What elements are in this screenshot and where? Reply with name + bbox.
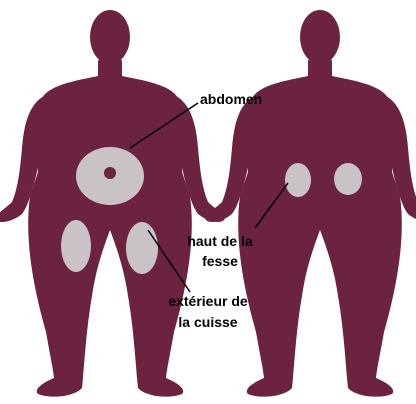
- buttock-label-line2: fesse: [202, 253, 238, 269]
- front-body-figure: [0, 10, 225, 397]
- right-thigh-zone: [126, 222, 158, 274]
- left-thigh-zone: [61, 220, 91, 272]
- buttock-label-line1: haut de la: [187, 233, 253, 249]
- navel: [104, 167, 116, 179]
- thigh-label-line2: la cuisse: [178, 314, 237, 330]
- abdomen-label: abdomen: [200, 91, 262, 107]
- left-buttock-zone: [285, 163, 311, 197]
- back-body-figure: [205, 10, 416, 397]
- thigh-label-line1: extérieur de: [168, 293, 248, 309]
- right-buttock-zone: [334, 163, 362, 195]
